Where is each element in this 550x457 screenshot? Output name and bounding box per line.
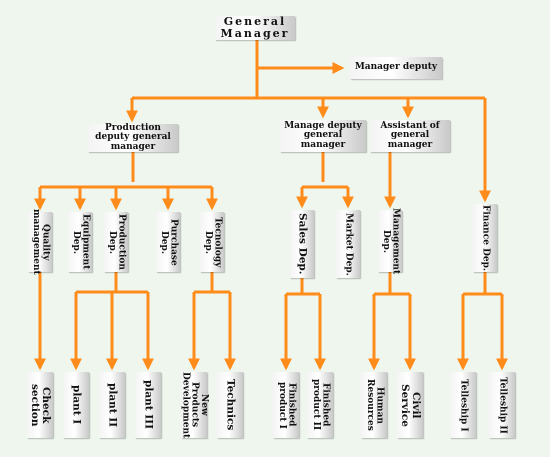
plant-3-label: plant III bbox=[142, 380, 155, 430]
plant-3-box: plant III bbox=[135, 372, 161, 438]
sales-dep-label: Sales Dep. bbox=[296, 213, 309, 275]
manager-deputy-label: Manager deputy bbox=[354, 62, 438, 73]
finished-product-2-box: Finished product II bbox=[307, 372, 333, 438]
purchase-dep-label: Purchase Dep. bbox=[159, 218, 179, 266]
market-dep-box: Market Dep. bbox=[336, 210, 360, 278]
production-dep-label: Production Dep. bbox=[107, 214, 127, 270]
telleship-1-box: Telleship I bbox=[450, 372, 476, 438]
equipment-dep-box: Equipment Dep. bbox=[68, 212, 92, 272]
plant-1-label: plant I bbox=[70, 385, 83, 425]
manage-deputy-label: Manage deputy general manager bbox=[284, 120, 362, 150]
human-resources-box: Human Resources bbox=[361, 372, 387, 438]
civil-service-box: Civil Service bbox=[397, 372, 423, 438]
assistant-label: Assistant of general manager bbox=[380, 120, 440, 150]
plant-2-box: plant II bbox=[99, 372, 125, 438]
quality-management-label: Quality management bbox=[31, 209, 51, 275]
plant-1-box: plant I bbox=[63, 372, 89, 438]
manage-deputy-box: Manage deputy general manager bbox=[280, 120, 366, 152]
telleship-1-label: Telleship I bbox=[458, 378, 469, 432]
finished-product-2-label: Finished product II bbox=[311, 379, 331, 431]
equipment-dep-label: Equipment Dep. bbox=[71, 214, 91, 270]
finance-dep-label: Finance Dep. bbox=[480, 204, 491, 272]
general-manager-label: General Manager bbox=[220, 15, 290, 40]
sales-dep-box: Sales Dep. bbox=[290, 210, 314, 278]
production-dep-box: Production Dep. bbox=[104, 212, 128, 272]
check-section-box: Check section bbox=[27, 372, 53, 438]
technics-label: Technics bbox=[224, 379, 237, 431]
technology-dep-box: Tecnology Dep. bbox=[200, 212, 224, 272]
new-products-label: New Products Development bbox=[180, 371, 210, 439]
telleship-2-label: Telleship II bbox=[497, 376, 508, 434]
production-deputy-label: Production deputy general manager bbox=[95, 122, 171, 152]
finished-product-1-box: Finished product I bbox=[273, 372, 299, 438]
purchase-dep-box: Purchase Dep. bbox=[156, 212, 180, 272]
finished-product-1-label: Finished product I bbox=[277, 381, 297, 429]
technology-dep-label: Tecnology Dep. bbox=[203, 216, 223, 268]
telleship-2-box: Telleship II bbox=[489, 372, 515, 438]
general-manager-box: General Manager bbox=[215, 16, 295, 40]
finance-dep-box: Finance Dep. bbox=[473, 204, 497, 272]
market-dep-label: Market Dep. bbox=[343, 212, 354, 276]
quality-management-box: Quality management bbox=[28, 209, 52, 275]
management-dep-box: Management Dep. bbox=[378, 207, 402, 275]
assistant-box: Assistant of general manager bbox=[370, 120, 450, 152]
plant-2-label: plant II bbox=[106, 382, 119, 428]
manager-deputy-box: Manager deputy bbox=[350, 57, 442, 79]
new-products-box: New Products Development bbox=[180, 371, 210, 439]
technics-box: Technics bbox=[217, 372, 243, 438]
human-resources-label: Human Resources bbox=[365, 379, 385, 431]
production-deputy-box: Production deputy general manager bbox=[88, 122, 178, 152]
management-dep-label: Management Dep. bbox=[381, 207, 401, 275]
civil-service-label: Civil Service bbox=[399, 383, 423, 427]
check-section-label: Check section bbox=[29, 383, 53, 427]
